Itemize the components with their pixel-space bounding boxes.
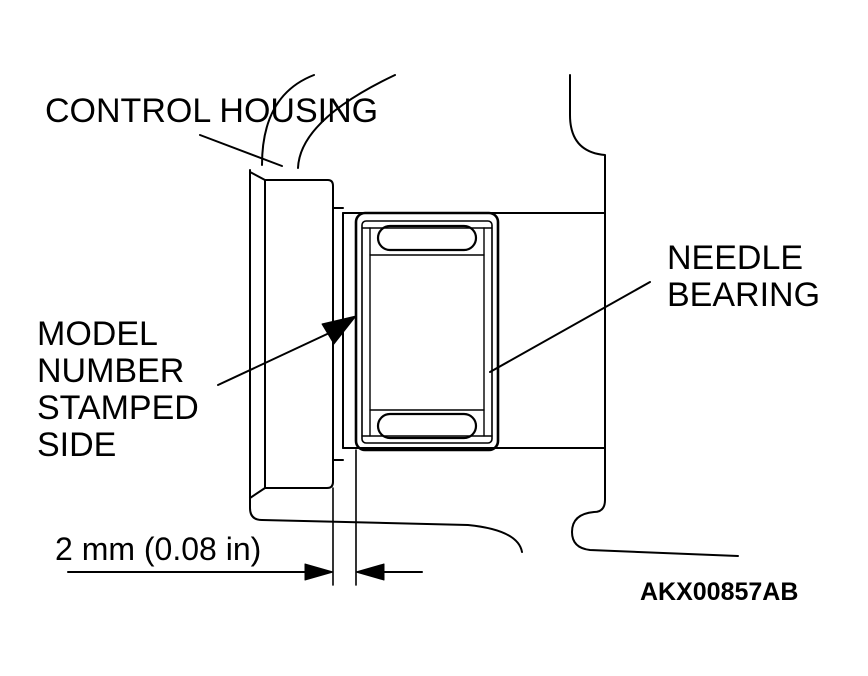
- dimension-arrowhead-right: [356, 564, 384, 580]
- model-number-arrowhead: [322, 316, 356, 344]
- label-needle-bearing: NEEDLE BEARING: [667, 240, 820, 314]
- label-dimension: 2 mm (0.08 in): [55, 531, 262, 567]
- housing-break-line-left: [262, 75, 314, 165]
- label-model-number-stamped-side: MODEL NUMBER STAMPED SIDE: [37, 316, 199, 464]
- label-control-housing: CONTROL HOUSING: [45, 93, 378, 130]
- needle-roller-bottom: [378, 414, 476, 438]
- leader-model-number: [218, 328, 340, 385]
- leader-needle-bearing: [490, 282, 650, 372]
- label-figure-code: AKX00857AB: [640, 578, 799, 606]
- label-needle-bearing-line2: BEARING: [667, 276, 821, 314]
- label-needle-bearing-line1: NEEDLE: [667, 239, 804, 277]
- housing-break-line-right: [298, 75, 395, 168]
- leader-control-housing: [200, 135, 282, 166]
- housing-right-contour: [570, 75, 738, 556]
- label-model-line2: NUMBER: [37, 352, 185, 390]
- label-control-housing-text: CONTROL HOUSING: [45, 92, 379, 130]
- control-housing-outline: [250, 170, 522, 552]
- label-model-line1: MODEL: [37, 315, 158, 353]
- label-model-line4: SIDE: [37, 426, 117, 464]
- needle-bearing-shell: [356, 213, 498, 450]
- dimension-arrowhead-left: [305, 564, 333, 580]
- label-model-line3: STAMPED: [37, 389, 199, 427]
- needle-roller-top: [378, 226, 476, 250]
- housing-boss-outline: [250, 172, 333, 498]
- needle-bearing-cage: [362, 221, 492, 443]
